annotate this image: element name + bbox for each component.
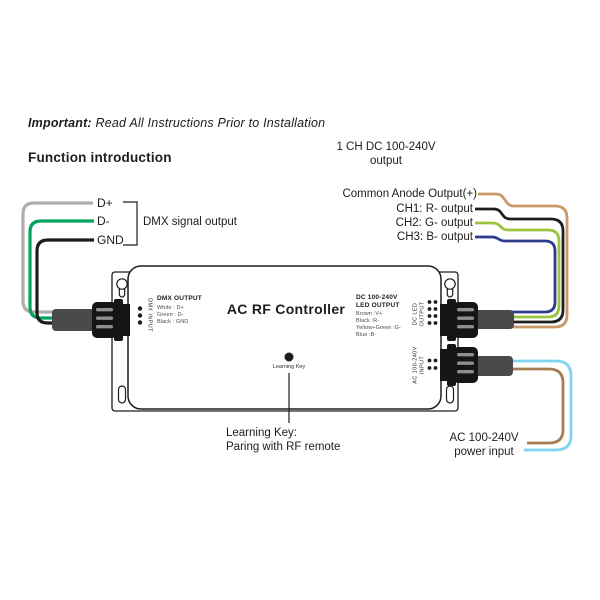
led-output-panel-title: DC 100-240V LED OUTPUT (356, 294, 400, 309)
led-output-title: 1 CH DC 100-240V output (330, 141, 442, 168)
screw-slot-bottom-right (445, 385, 455, 404)
label-ch1: CH1: R- output (396, 203, 473, 215)
dc-led-port-label: DC LED OUTPUT (412, 301, 425, 326)
dmx-output-panel-lines: White : D+ Green : D- Black : GND (157, 305, 188, 326)
led-output-line-black: Black :R- (356, 318, 380, 324)
led-output-panel-title-line2: LED OUTPUT (356, 301, 400, 309)
led-output-line-blue: Blue :B- (356, 332, 377, 338)
ac-port-label-line2: INPUT (418, 355, 425, 374)
ac-input-terminal-dots (427, 358, 438, 370)
wire-ac-live (508, 367, 565, 445)
wire-common-anode (478, 192, 569, 329)
wire-ch1-r (475, 207, 565, 324)
dc-led-output-gland (440, 299, 478, 341)
label-dminus: D- (97, 214, 110, 228)
dmx-input-port-label: DMX INPUT (145, 298, 152, 332)
dmx-output-line-black: Black : GND (157, 319, 189, 325)
led-output-line-yellowgreen: Yellow+Green :G- (356, 325, 401, 331)
label-ch3: CH3: B- output (396, 231, 473, 243)
dc-led-port-label-line1: DC LED (412, 302, 418, 325)
wire-dmx-dplus (21, 201, 93, 314)
learning-key-caption: Learning Key (272, 364, 306, 370)
ac-input-gland (440, 344, 478, 386)
dmx-label-bracket (123, 201, 138, 246)
important-text: Read All Instructions Prior to Installat… (91, 116, 326, 130)
ac-power-input-line2: power input (454, 446, 514, 458)
learning-key-note: Learning Key: Paring with RF remote (226, 426, 340, 454)
led-cable-stub (474, 310, 514, 329)
device-body (127, 265, 442, 410)
wire-dmx-dminus (28, 219, 94, 320)
important-label: Important: (28, 116, 92, 130)
device-title: AC RF Controller (226, 301, 346, 317)
ac-power-input-line1: AC 100-240V (449, 432, 519, 444)
dmx-output-line-green: Green : D- (157, 312, 184, 318)
dc-led-port-label-line2: OUTPUT (418, 300, 425, 327)
label-gnd: GND (97, 233, 124, 247)
led-output-panel-title-line1: DC 100-240V (356, 294, 398, 301)
dmx-input-terminal-dots (137, 306, 143, 325)
led-output-title-line1: 1 CH DC 100-240V (336, 141, 436, 153)
led-output-line-brown: Brown :V+ (356, 311, 383, 317)
wire-ac-neutral (508, 359, 573, 452)
label-dplus: D+ (97, 196, 113, 210)
led-output-title-line2: output (370, 154, 402, 167)
important-note: Important: Read All Instructions Prior t… (28, 116, 325, 130)
dmx-input-gland (92, 299, 130, 341)
ac-port-label-line1: AC 100-240V (412, 345, 418, 384)
ac-cable-stub (474, 356, 513, 376)
section-title: Function introduction (28, 150, 172, 165)
learning-key-button (284, 352, 294, 362)
screw-slot-bottom-left (117, 385, 127, 404)
learning-key-note-line2: Paring with RF remote (226, 441, 341, 453)
keyhole-top-right (444, 278, 456, 290)
keyhole-top-left (116, 278, 128, 290)
wire-ch3-b (475, 235, 557, 314)
dmx-signal-output-label: DMX signal output (143, 216, 237, 228)
label-ch2: CH2: G- output (395, 217, 473, 229)
wire-dmx-gnd (35, 238, 94, 325)
dmx-cable-stub (52, 309, 96, 331)
dmx-output-panel-title: DMX OUTPUT (157, 295, 202, 302)
ac-power-input-label: AC 100-240V power input (449, 431, 518, 459)
dc-led-terminal-dots (427, 300, 438, 325)
wire-ch2-g (475, 221, 561, 319)
led-output-panel-lines: Brown :V+ Black :R- Yellow+Green :G- Blu… (356, 311, 401, 339)
label-common-anode: Common Anode Output(+) (342, 188, 477, 200)
learning-key-note-line1: Learning Key: (226, 427, 297, 439)
dmx-output-line-white: White : D+ (157, 305, 184, 311)
ac-port-label: AC 100-240V INPUT (412, 346, 425, 383)
